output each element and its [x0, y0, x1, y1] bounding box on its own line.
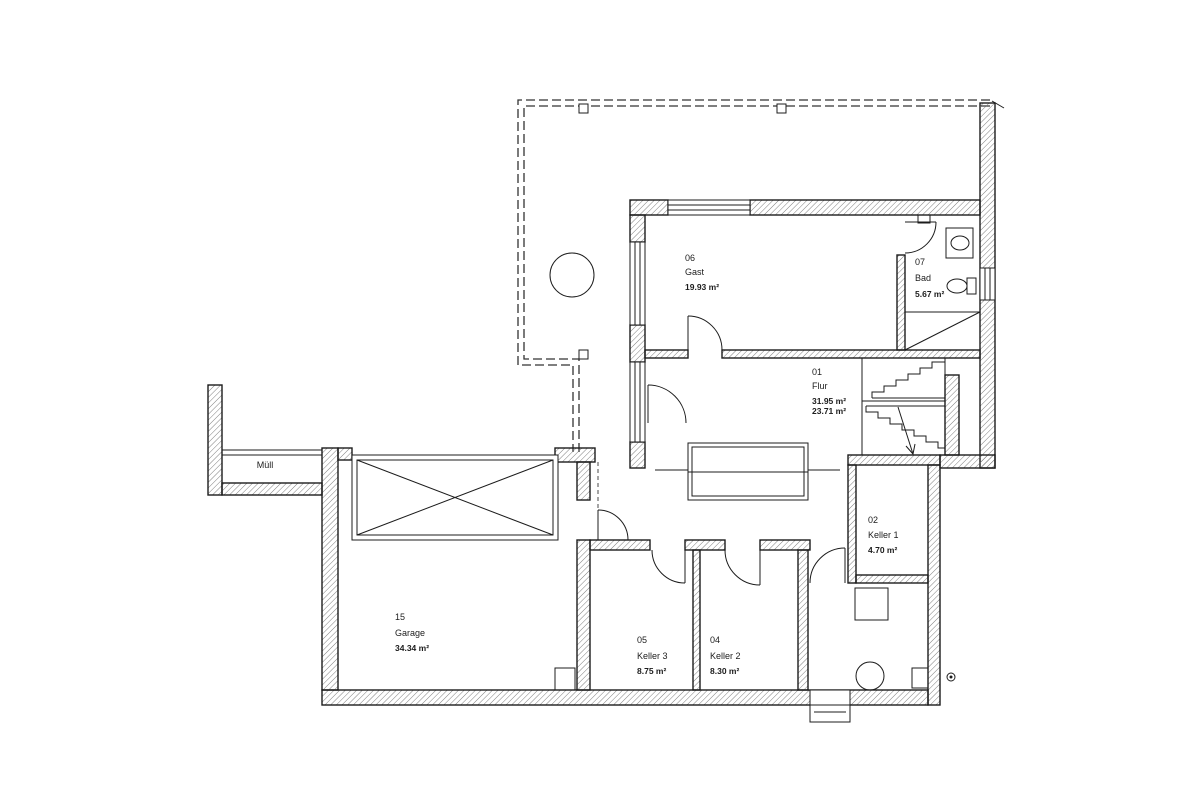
- stair-upper-flight: [871, 361, 945, 398]
- garage-door-cross-line: [356, 459, 554, 536]
- shower-tray-diagonal: [904, 311, 981, 351]
- room-name-bad: Bad: [915, 273, 931, 283]
- door-swing-bad: [904, 221, 937, 254]
- wall-muell-west: [207, 384, 223, 496]
- wall-garage-north-right: [554, 447, 596, 463]
- room-area-gast: 19.93 m²: [685, 282, 719, 292]
- wall-keller-1-north: [847, 454, 941, 466]
- room-area-garage: 34.34 m²: [395, 643, 429, 653]
- room-number-keller-2: 04: [710, 635, 720, 645]
- wall-gast-flur-right: [721, 349, 981, 359]
- door-swing-gast: [687, 315, 723, 351]
- door-swing-flur-west: [647, 384, 687, 424]
- room-number-keller-1: 02: [868, 515, 878, 525]
- terrace-outline: [517, 99, 1005, 452]
- window-gast-north: [667, 199, 751, 216]
- room-area-keller-1: 4.70 m²: [868, 545, 897, 555]
- exterior-wall-south-stair: [939, 454, 996, 469]
- shower-tray: [904, 311, 981, 351]
- exterior-wall-west-flur-bottom: [629, 441, 646, 469]
- muell-storage-counter: [221, 449, 323, 456]
- room-labels: Müll 06 Gast 19.93 m² 07 Bad 5.67 m² 01 …: [257, 253, 945, 676]
- room-area-keller-2: 8.30 m²: [710, 666, 739, 676]
- exterior-wall-west-gast-top: [629, 214, 646, 243]
- exterior-wall-west-gast-mid: [629, 324, 646, 363]
- wall-garage-flur: [576, 461, 591, 501]
- exterior-wall-north-gast-right: [749, 199, 981, 216]
- fixtures: [221, 214, 981, 691]
- terrace-edge-tick: [991, 100, 1005, 109]
- wall-gast-flur-left: [644, 349, 689, 359]
- terrace-dashed-line-inner: [523, 105, 990, 452]
- toilet-bowl: [946, 278, 968, 294]
- stair-direction-line: [897, 406, 914, 455]
- window-flur-west: [629, 361, 646, 443]
- room-area-flur: 31.95 m²: [812, 396, 846, 406]
- storage-tank: [855, 661, 885, 691]
- terrace-post: [578, 103, 589, 114]
- wall-gast-bad: [896, 254, 906, 351]
- washbasin: [945, 227, 974, 259]
- door-swing-garage: [597, 509, 629, 541]
- wall-flur-keller-2: [684, 539, 726, 551]
- wall-keller-3-keller-2: [692, 549, 701, 691]
- room-area-flur-secondary: 23.71 m²: [812, 406, 846, 416]
- wall-keller-1-west: [847, 464, 857, 584]
- muell-label: Müll: [257, 460, 274, 470]
- room-name-garage: Garage: [395, 628, 425, 638]
- exterior-wall-east-lower: [927, 464, 941, 706]
- wall-garage-north-left: [337, 447, 353, 461]
- room-number-garage: 15: [395, 612, 405, 622]
- terrace-round-table: [549, 252, 595, 298]
- door-swing-technik: [809, 547, 846, 584]
- wall-stair-partition: [944, 374, 960, 456]
- wall-flur-heating: [759, 539, 811, 551]
- door-swing-keller-2: [724, 549, 761, 586]
- window-gast-west: [629, 241, 646, 326]
- room-area-keller-3: 8.75 m²: [637, 666, 666, 676]
- room-area-bad: 5.67 m²: [915, 289, 944, 299]
- room-number-flur: 01: [812, 367, 822, 377]
- room-number-bad: 07: [915, 257, 925, 267]
- room-name-keller-3: Keller 3: [637, 651, 668, 661]
- terrace-post: [776, 103, 787, 114]
- heating-unit: [854, 587, 889, 621]
- wall-keller-2-heating: [797, 549, 809, 691]
- flur-furniture-inner: [691, 446, 805, 497]
- room-name-gast: Gast: [685, 267, 705, 277]
- room-name-flur: Flur: [812, 381, 828, 391]
- wall-garage-keller-3: [576, 539, 591, 691]
- washbasin-bowl: [950, 235, 970, 251]
- room-name-keller-2: Keller 2: [710, 651, 741, 661]
- exterior-wall-north-gast-left: [629, 199, 669, 216]
- toilet-cistern: [966, 277, 977, 295]
- doors: [351, 221, 937, 586]
- door-swing-keller-3: [651, 549, 686, 584]
- room-number-keller-3: 05: [637, 635, 647, 645]
- terrace-dashed-line-outer: [517, 99, 990, 452]
- window-light-well-south: [809, 689, 851, 723]
- room-number-gast: 06: [685, 253, 695, 263]
- terrace-post: [578, 349, 589, 360]
- room-name-keller-1: Keller 1: [868, 530, 899, 540]
- marker-symbol-dot: [949, 675, 953, 679]
- marker-symbol: [946, 672, 956, 682]
- garage-overhead-door-inner: [356, 459, 554, 536]
- garage-corner-box: [554, 667, 576, 691]
- vent-shaft: [917, 214, 931, 224]
- wall-keller-1-south: [855, 574, 929, 584]
- staircase: [861, 358, 946, 456]
- window-bad-east: [979, 267, 996, 301]
- stair-lower-flight: [865, 406, 945, 449]
- exterior-wall-south: [321, 689, 929, 706]
- utility-box: [911, 667, 929, 689]
- walls: [207, 102, 996, 706]
- wall-muell-south: [221, 482, 323, 496]
- stair-direction-arrowhead: [905, 443, 916, 456]
- exterior-wall-west-garage: [321, 447, 339, 691]
- wall-flur-keller-3: [589, 539, 651, 551]
- windows: [629, 199, 996, 723]
